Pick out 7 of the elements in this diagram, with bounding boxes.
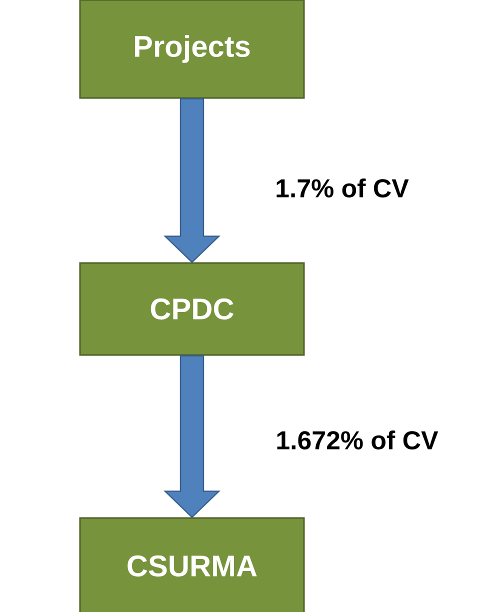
block-arrow [164,355,220,518]
edge-label: 1.672% of CV [277,430,438,450]
process-box: CSURMA [79,517,305,612]
process-box: Projects [79,0,305,99]
block-arrow [164,98,220,264]
edge-label: 1.7% of CV [276,178,409,198]
process-box: CPDC [79,262,305,356]
